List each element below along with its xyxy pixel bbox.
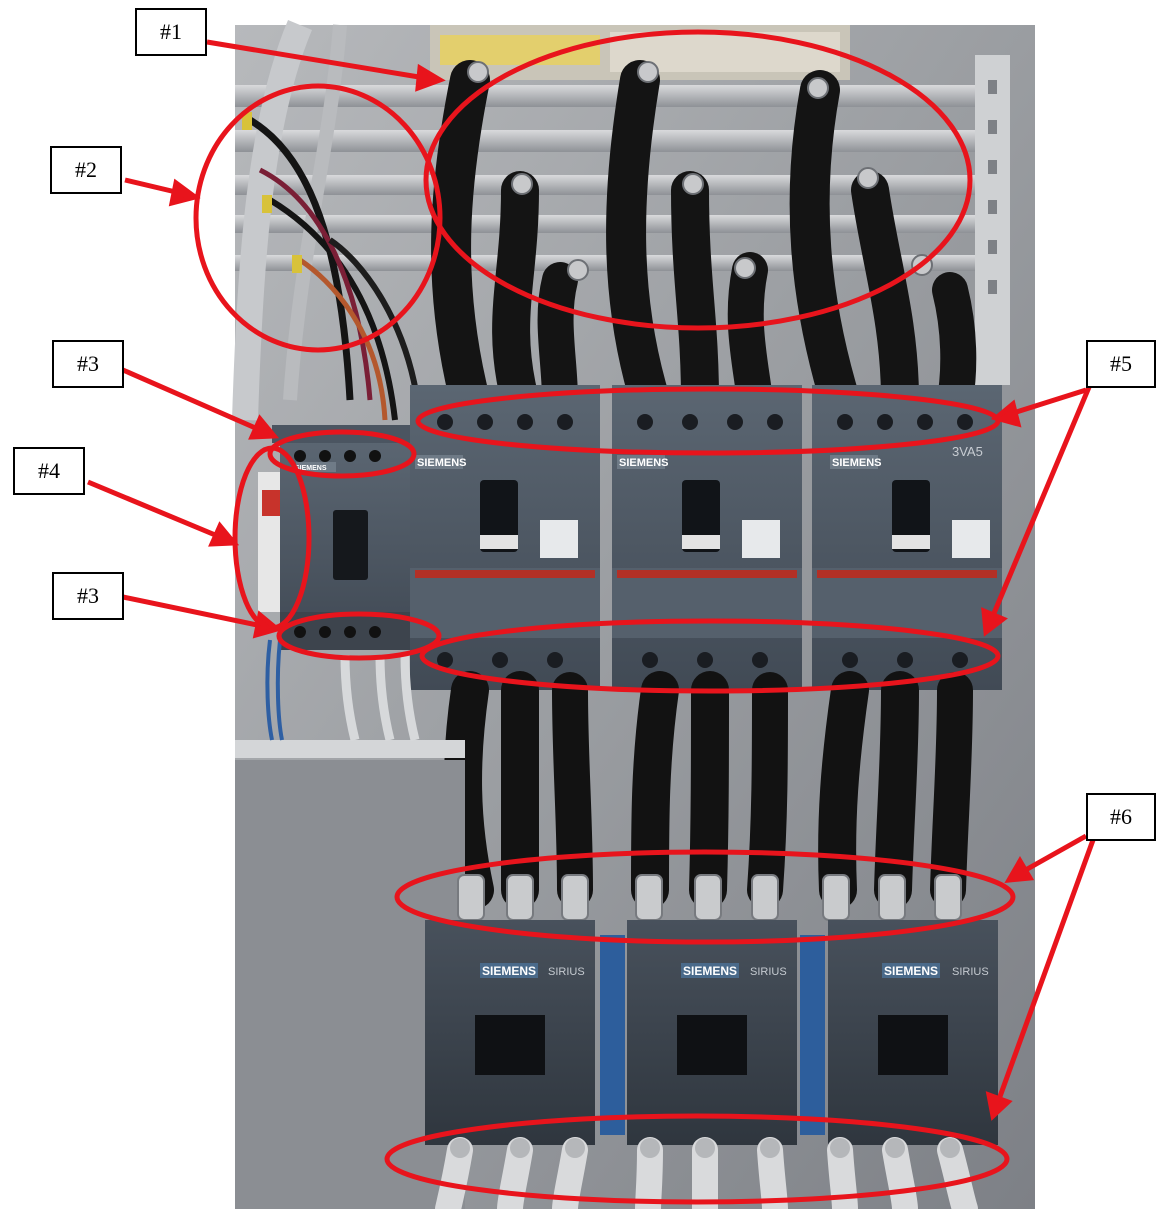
highlight-ellipses [193, 29, 1016, 1205]
ellipse-3-top [267, 429, 417, 479]
contactor-1-brand: SIEMENS [482, 964, 536, 978]
callout-2: #2 [50, 146, 122, 194]
control-wiring [232, 19, 423, 421]
lugs [457, 874, 962, 921]
contactor-2-series: SIRIUS [750, 966, 787, 978]
bus-bars [235, 85, 975, 271]
callout-1: #1 [135, 8, 207, 56]
ellipse-6-top [394, 849, 1016, 945]
lower-cables [444, 671, 973, 909]
callout-6: #6 [1086, 793, 1156, 841]
breaker-3-brand: SIEMENS [832, 457, 882, 469]
ellipse-2 [193, 83, 443, 353]
contactor-1-series: SIRIUS [548, 966, 585, 978]
din-rail [975, 55, 1010, 385]
contactor-3-brand: SIEMENS [884, 964, 938, 978]
callout-5: #5 [1086, 340, 1156, 388]
ellipse-5-bottom [419, 618, 1001, 694]
contactor-2-brand: SIEMENS [683, 964, 737, 978]
ellipse-3-bottom [276, 611, 442, 661]
small-breaker-brand: SIEMENS [295, 465, 327, 472]
contactor-3-series: SIRIUS [952, 966, 989, 978]
callout-3-bottom: #3 [52, 572, 124, 620]
breaker-1-brand: SIEMENS [417, 457, 467, 469]
callout-4: #4 [13, 447, 85, 495]
contactors [425, 920, 998, 1145]
callout-3-top: #3 [52, 340, 124, 388]
main-breakers [410, 385, 1002, 690]
breaker-2-brand: SIEMENS [619, 457, 669, 469]
pointer-arrows [87, 39, 1096, 1121]
ellipse-6-bottom [384, 1113, 1010, 1205]
breaker-3-model: 3VA5 [952, 444, 983, 459]
ellipse-1 [423, 29, 973, 331]
